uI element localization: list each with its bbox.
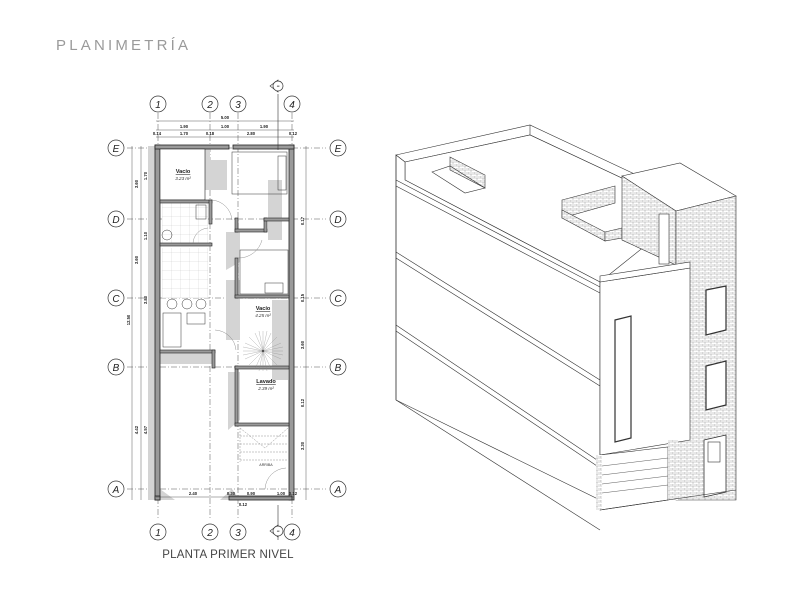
room-area-lavado: 2.39 m² [257,386,274,391]
section-marker-bottom-label: - [276,526,280,537]
exterior-walls [154,144,295,501]
grid-row-c-right: C [334,294,342,305]
door-swings [192,199,287,490]
page-title: PLANIMETRÍA [56,37,192,54]
grid-col-4-top: 4 [289,100,295,111]
dim-top-detail-2: 1.70 [180,131,189,136]
dimension-lines [131,120,307,500]
dim-left-outer-2: 3.60 [134,255,139,264]
grid-row-d-left: D [112,215,119,226]
drawing-caption: PLANTA PRIMER NIVEL [162,549,294,561]
dim-right-2: 0.15 [300,293,305,302]
dim-right-1: 0.17 [300,216,305,225]
fixtures [161,151,289,348]
dim-left-inner-2: 1.70 [143,171,148,180]
section-marker-top: - [269,79,284,150]
dim-right-5: 3.30 [300,441,305,450]
dim-left-inner-6: 3.80 [143,295,148,304]
dim-top-detail-3: 0.18 [206,131,215,136]
garage-slats [601,457,669,494]
grid-col-3-bottom: 3 [235,528,241,539]
dim-left-outer-1: 3.60 [134,179,139,188]
room-area-vacio-2: 4.25 m² [255,313,271,318]
dim-bottom-1: 2.40 [189,491,198,496]
grid-row-b-left: B [113,363,120,374]
grid-bubbles-rows [107,139,347,498]
grid-col-2-top: 2 [206,100,213,111]
grid-row-d-right: D [334,215,341,226]
grid-bubbles-top [149,95,301,541]
grid-row-a-right: A [334,485,342,496]
room-name-vacio-1: Vacío [176,169,191,175]
grid-row-b-right: B [335,363,342,374]
vertical-window [614,315,632,443]
window-middle [705,360,727,411]
dim-top-span-3: 1.90 [260,124,269,129]
dim-top-span-2: 1.00 [221,124,230,129]
grid-col-4-bottom: 4 [289,528,295,539]
isometric-view [395,124,737,531]
grid-col-2-bottom: 2 [206,528,213,539]
dim-right-4: 0.12 [300,398,305,407]
kitchen-floor [162,248,208,298]
section-marker-bottom: - [269,505,284,540]
grid-row-e-left: E [113,144,120,155]
dim-left-inner-4: 1.10 [143,231,148,240]
grid-col-1-bottom: 1 [155,528,161,539]
floor-plan: Vacío 3.23 m² [107,79,347,541]
dim-bottom-5: 0.12 [289,491,298,496]
projecting-box-front [599,267,691,456]
grid-row-c-left: C [112,294,120,305]
stair-label: ARRIBA [259,463,273,467]
dim-left-outer-3: 4.42 [134,425,139,434]
garage-door [599,446,669,511]
dim-top-detail-5: 0.12 [289,131,298,136]
window-upper [705,285,727,336]
grid-col-3-top: 3 [235,100,241,111]
dim-bottom-3: 0.90 [247,491,256,496]
grid-row-e-right: E [335,144,342,155]
dim-bottom-2: 0.30 [227,491,236,496]
room-name-vacio-2: Vacío [256,306,271,312]
bathroom-floor [162,202,208,244]
dim-overall-width: 5.00 [221,115,230,120]
room-vacio-1 [159,148,206,201]
room-area-vacio-1: 3.23 m² [175,176,191,181]
dim-bottom-6: 0.12 [239,502,248,507]
facade-bands [395,179,601,531]
grid-col-1-top: 1 [155,100,161,111]
dim-right-3: 3.60 [300,340,305,349]
dim-top-detail-4: 2.80 [247,131,256,136]
dim-top-detail-1: 0.14 [153,131,162,136]
dim-bottom-4: 1.00 [277,491,286,496]
grid-row-a-left: A [112,485,120,496]
dim-left-inner-8: 4.57 [143,425,148,434]
rooftop-door [658,213,670,265]
section-marker-top-label: - [276,81,280,92]
interior-walls [159,199,290,427]
room-name-lavado: Lavado [256,379,276,385]
void-radial-symbol [242,330,284,372]
dim-top-span-1: 1.90 [180,124,189,129]
stairs [239,427,289,462]
dim-left-total: 12.50 [126,314,131,325]
